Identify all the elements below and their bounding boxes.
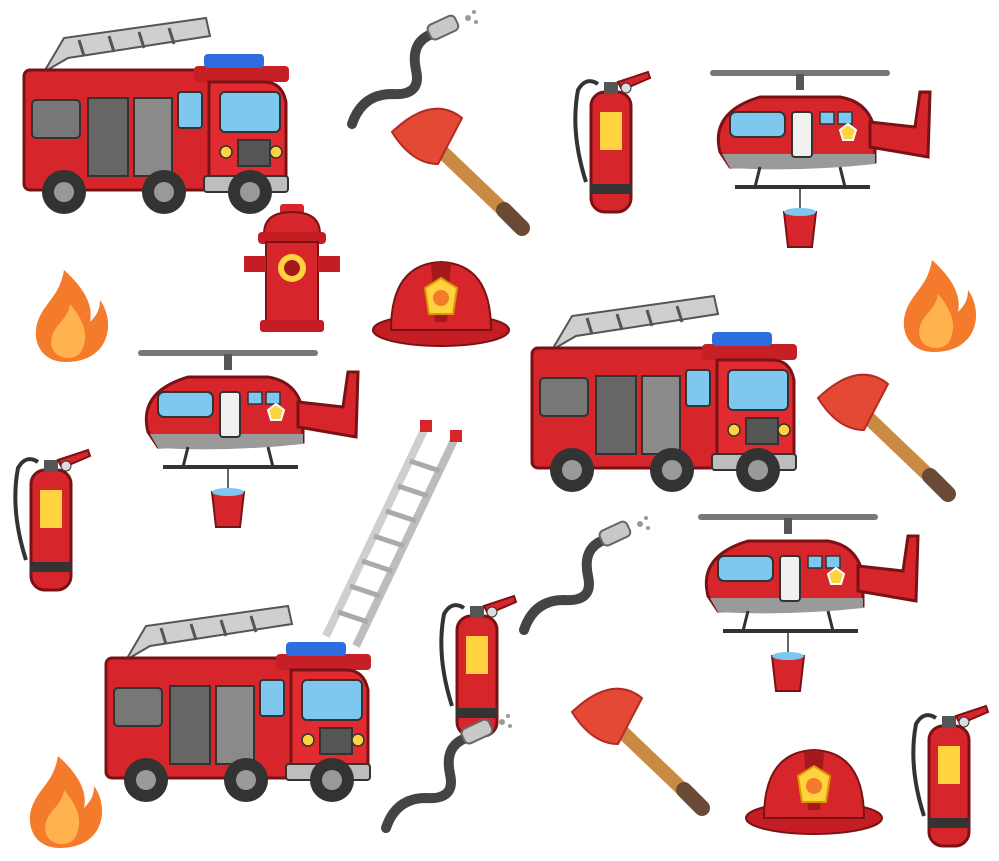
- axe-icon: [818, 375, 948, 494]
- fire-extinguisher-icon: [911, 704, 990, 848]
- ladder-icon: [326, 420, 462, 646]
- fire-hose-icon: [524, 516, 650, 630]
- fire-hydrant-icon: [243, 203, 341, 333]
- firefighter-helmet-icon: [745, 749, 883, 835]
- fire-extinguisher-icon: [573, 70, 652, 214]
- fire-truck-icon: [530, 294, 799, 494]
- fire-hose-icon: [386, 714, 512, 828]
- fire-truck-icon: [22, 16, 291, 216]
- flame-icon: [903, 260, 977, 352]
- fire-extinguisher-icon: [439, 594, 518, 738]
- helicopter-icon: [136, 348, 360, 529]
- helicopter-icon: [696, 512, 920, 693]
- axe-icon: [572, 689, 702, 808]
- axe-icon: [392, 109, 522, 228]
- flame-icon: [35, 270, 109, 362]
- fire-hose-icon: [352, 10, 478, 124]
- helicopter-icon: [708, 68, 932, 249]
- fire-extinguisher-icon: [13, 448, 92, 592]
- firefighter-helmet-icon: [372, 261, 510, 347]
- fire-truck-icon: [104, 604, 373, 804]
- flame-icon: [29, 756, 103, 848]
